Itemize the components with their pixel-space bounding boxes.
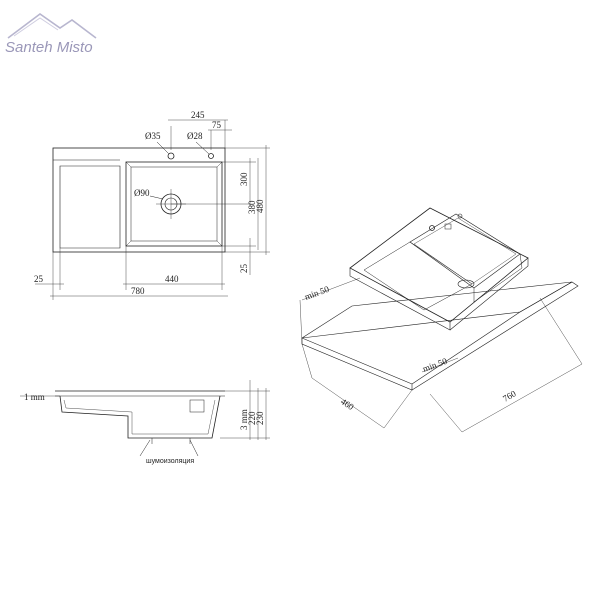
label-d90: Ø90 [134,188,150,198]
side-view [20,380,270,457]
label-25-right: 25 [239,264,249,274]
label-480: 480 [255,199,265,213]
label-insulation: шумоизоляция [146,458,194,465]
label-760: 760 [501,388,518,404]
brand-name: Santeh Misto [5,39,93,56]
label-d35: Ø35 [145,131,161,141]
label-min50-top: min 50 [303,284,331,302]
label-3mm: 3 mm [239,409,249,430]
top-view-labels: Ø35 Ø28 Ø90 245 75 300 380 480 25 25 440… [34,110,265,296]
iso-drain [457,279,475,289]
label-d28: Ø28 [187,131,203,141]
label-440: 440 [165,274,179,284]
label-75: 75 [212,120,222,130]
tap-hole-35 [167,152,175,160]
install-view [299,207,583,433]
drainboard [59,165,121,249]
label-380: 380 [247,200,257,214]
label-220: 220 [247,411,257,425]
label-1mm: 1 mm [24,392,45,402]
brand-logo: Santeh Misto [5,13,97,56]
bowl-profile [59,395,221,439]
sink-outline [52,147,226,253]
sink-deck [349,207,529,323]
iso-tap-hole [429,225,435,231]
label-300: 300 [239,172,249,186]
label-min50-bottom: min 50 [421,356,449,374]
side-view-labels: 1 mm 3 mm 220 230 шумоизоляция [24,392,265,465]
countertop-top [301,281,573,339]
top-view [35,119,270,300]
label-245: 245 [191,110,205,120]
install-view-labels: min 50 min 50 460 760 [303,284,518,413]
tap-hole-28 [208,153,214,159]
iso-overflow [444,223,452,230]
label-780: 780 [131,286,145,296]
iso-bowl [409,213,521,289]
overflow [189,399,205,413]
iso-drainboard [363,241,473,311]
label-25-left: 25 [34,274,44,284]
label-230: 230 [255,411,265,425]
